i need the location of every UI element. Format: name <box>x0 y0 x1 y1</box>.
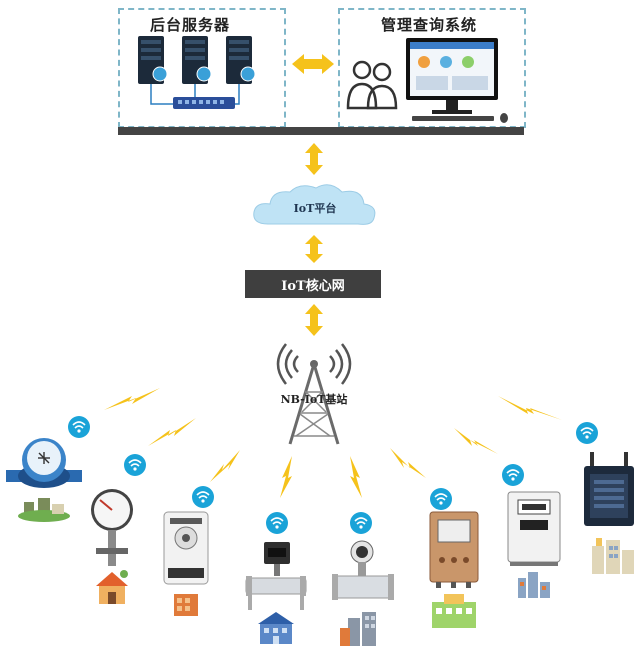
water-meter-icon <box>6 438 82 522</box>
lightning-icon <box>280 456 292 498</box>
cell-tower-icon <box>276 343 352 445</box>
gateway-device-icon <box>584 452 634 574</box>
server-rack-icon <box>138 36 256 109</box>
wifi-icon <box>192 486 214 508</box>
double-arrow-vertical-2 <box>305 235 323 263</box>
double-arrow-vertical-3 <box>305 304 323 336</box>
flow-meter-icon <box>245 542 307 644</box>
wifi-icon <box>266 512 288 534</box>
wifi-icon <box>502 464 524 486</box>
smart-meter-icon <box>163 511 209 616</box>
backend-servers-title: 后台服务器 <box>150 16 231 34</box>
lightning-icon <box>104 388 160 410</box>
top-bus-bar <box>118 127 524 135</box>
control-cabinet-icon <box>429 511 479 628</box>
admin-workstation-icon <box>346 38 508 123</box>
lightning-icon <box>454 428 498 454</box>
iot-platform-label: IoT平台 <box>293 202 337 215</box>
nb-iot-base-station-label: NB-IoT基站 <box>280 393 348 406</box>
wifi-icon <box>430 488 452 510</box>
wifi-icon <box>576 422 598 444</box>
electromagnetic-flowmeter-icon <box>332 540 394 646</box>
double-arrow-vertical-1 <box>305 143 323 175</box>
lightning-icon <box>498 396 562 420</box>
wifi-icon <box>124 454 146 476</box>
lightning-icon <box>210 450 240 482</box>
electric-meter-icon <box>507 491 561 598</box>
pressure-gauge-icon <box>91 489 133 604</box>
wifi-icon <box>350 512 372 534</box>
lightning-icon <box>148 418 196 446</box>
iot-core-network-box: IoT核心网 <box>245 270 381 298</box>
double-arrow-horizontal <box>292 54 334 74</box>
management-system-title: 管理查询系统 <box>381 16 478 34</box>
lightning-icon <box>390 448 426 478</box>
cloud-icon <box>253 184 376 225</box>
wifi-icon <box>68 416 90 438</box>
lightning-icon <box>350 456 362 498</box>
